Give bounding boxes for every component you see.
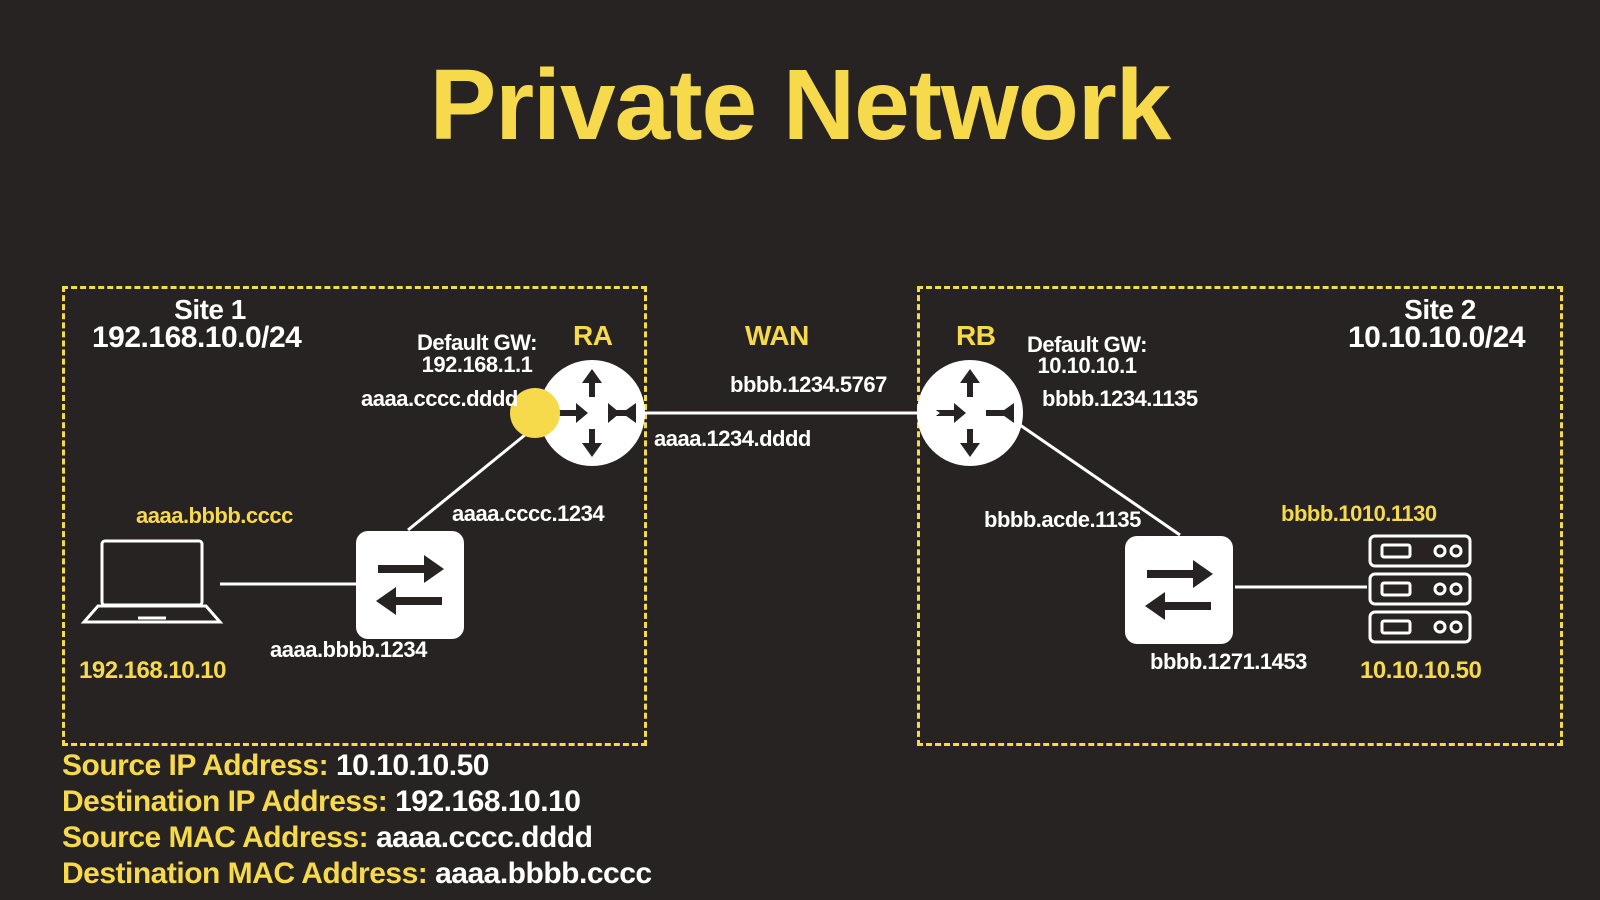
packet-info-destination-ip: Destination IP Address: 192.168.10.10 [62, 785, 581, 818]
rb-wan-mac: bbbb.1234.5767 [730, 372, 887, 397]
switch-icon [1125, 536, 1233, 644]
laptop-icon [80, 539, 224, 624]
site-2-box [917, 286, 1563, 746]
packet-info: Source IP Address: 10.10.10.50 Destinati… [62, 748, 652, 892]
switch-icon [356, 531, 464, 639]
packet-info-source-ip: Source IP Address: 10.10.10.50 [62, 749, 489, 782]
router-icon [539, 360, 645, 466]
site-2-default-gw-label: Default GW: [1027, 332, 1147, 357]
site-1-default-gw-label: Default GW: [417, 330, 537, 355]
ra-wan-mac: aaaa.1234.dddd [654, 426, 811, 451]
server-icon [1368, 534, 1472, 644]
site-2-subnet: 10.10.10.0/24 [1348, 321, 1526, 354]
site-2-name: Site 2 [1404, 294, 1476, 325]
rb-lan-mac: bbbb.1234.1135 [1042, 386, 1198, 411]
wan-label: WAN [745, 320, 809, 351]
server-mac: bbbb.1010.1130 [1281, 501, 1437, 526]
links [220, 411, 1367, 589]
site-1-box [62, 286, 647, 746]
site-1-subnet: 192.168.10.0/24 [92, 321, 302, 354]
site-2-default-gw-ip: 10.10.10.1 [1037, 353, 1137, 378]
link-switch-ra [407, 424, 537, 532]
interface-highlight-dot [510, 388, 560, 438]
packet-info-source-mac: Source MAC Address: aaaa.cccc.dddd [62, 821, 593, 854]
router-rb-name: RB [956, 320, 996, 351]
site-1-name: Site 1 [174, 294, 246, 325]
laptop-mac: aaaa.bbbb.cccc [136, 503, 293, 528]
ra-lan-mac: aaaa.cccc.dddd [361, 386, 518, 411]
site-1-default-gw-ip: 192.168.1.1 [421, 352, 533, 377]
link-rb-switch [1019, 423, 1181, 537]
page-title: Private Network [429, 49, 1172, 161]
switch-1-port-mac: aaaa.bbbb.1234 [270, 637, 427, 662]
router-icon [917, 360, 1023, 466]
switch-2-uplink-mac: bbbb.acde.1135 [984, 507, 1141, 532]
server-ip: 10.10.10.50 [1360, 657, 1482, 684]
router-ra-name: RA [573, 320, 613, 351]
switch-2-port-mac: bbbb.1271.1453 [1150, 649, 1307, 674]
packet-info-destination-mac: Destination MAC Address: aaaa.bbbb.cccc [62, 857, 652, 890]
laptop-ip: 192.168.10.10 [79, 657, 226, 684]
switch-1-uplink-mac: aaaa.cccc.1234 [452, 501, 605, 526]
